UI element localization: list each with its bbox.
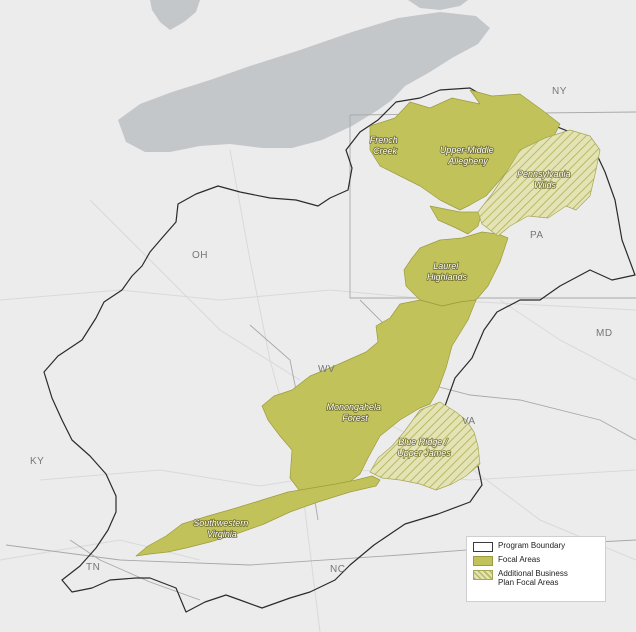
focal-area-pa-strip [429,205,483,235]
legend-label: Additional Business Plan Focal Areas [498,569,568,587]
focal-area-swatch [473,556,493,566]
additional-area-pennsylvania-wilds [477,129,601,237]
map-legend: Program Boundary Focal Areas Additional … [466,536,606,602]
focal-label-laurel-highlands: Laurel Highlands [427,261,468,282]
focal-area-laurel-highlands [403,231,509,307]
focal-area-southwestern-virginia [135,475,381,557]
focal-label-upper-middle-allegheny: Upper-Middle Allegheny [440,145,496,166]
lake-huron [150,0,200,30]
lake-erie [118,12,490,152]
state-label-tn: TN [86,562,100,573]
legend-item-program-boundary: Program Boundary [473,541,599,552]
state-label-pa: PA [530,230,544,241]
road-network [0,149,636,632]
legend-label: Program Boundary [498,541,566,550]
additional-focal-areas [369,129,601,491]
focal-areas [135,89,561,557]
state-label-ky: KY [30,456,44,467]
state-label-va: VA [462,416,476,427]
lake-ontario [408,0,468,10]
focal-label-french-creek: French Creek [370,135,401,156]
state-label-ny: NY [552,86,567,97]
focal-label-monongahela-forest: Monongahela Forest [326,402,383,423]
additional-focal-area-swatch [473,570,493,580]
state-label-md: MD [596,328,613,339]
focal-label-pennsylvania-wilds: Pennsylvania Wilds [517,169,573,190]
state-label-wv: WV [318,364,335,375]
state-label-oh: OH [192,250,208,261]
legend-item-focal-areas: Focal Areas [473,555,599,566]
focal-label-southwestern-virginia: Southwestern Virginia [193,518,251,539]
program-boundary-swatch [473,542,493,552]
program-boundary [43,87,636,613]
legend-item-additional-focal-areas: Additional Business Plan Focal Areas [473,569,599,587]
additional-area-blue-ridge [369,401,481,491]
state-label-nc: NC [330,564,345,575]
focal-label-blue-ridge-upper-james: Blue Ridge / Upper James [397,437,451,458]
legend-label: Focal Areas [498,555,541,564]
